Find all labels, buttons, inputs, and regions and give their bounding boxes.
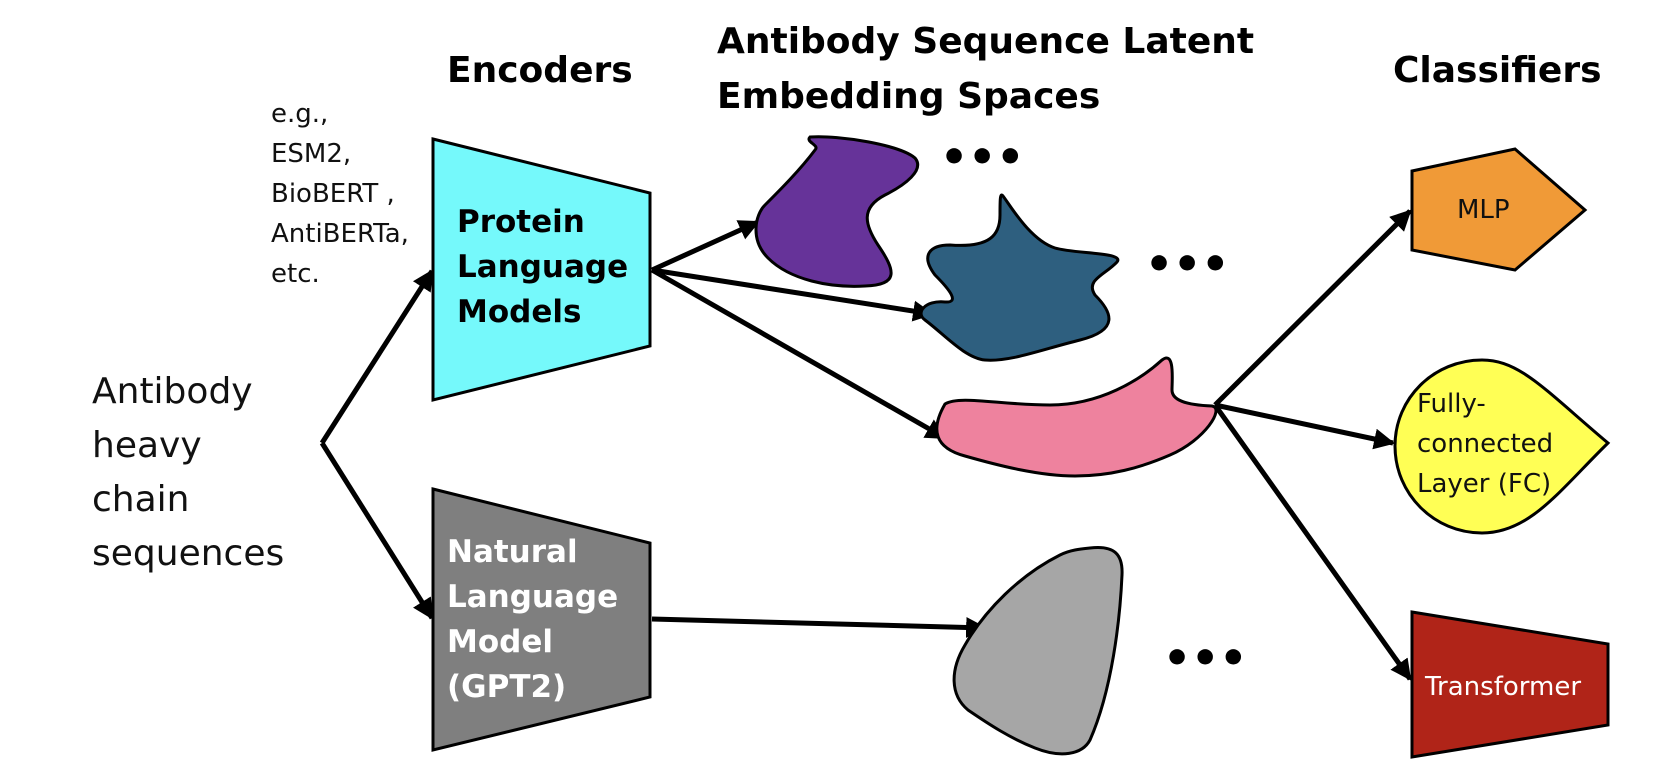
- encoder-label-line: Models: [457, 294, 581, 330]
- embedding-space-purple: [754, 135, 919, 288]
- note-line: e.g.,: [271, 99, 328, 129]
- classifier-shape: [1410, 610, 1610, 759]
- encoder-trapezoid: [431, 487, 652, 752]
- arrow-input-to-nlm: [319, 441, 435, 620]
- arrow-pink-to-transformer: [1212, 403, 1413, 681]
- encoder-trapezoid: [431, 137, 652, 402]
- arrow-input-to-plm: [319, 269, 435, 445]
- examples-note: e.g., ESM2, BioBERT , AntiBERTa, etc.: [271, 99, 409, 289]
- encoder-natural-language-model: Natural Language Model (GPT2): [431, 487, 652, 752]
- arrow-nlm-to-gray: [651, 616, 988, 638]
- embedding-space-pink: [935, 356, 1218, 478]
- arrow-plm-to-pink: [650, 267, 947, 441]
- classifier-label-line: Transformer: [1424, 672, 1581, 702]
- encoders-header: Encoders: [447, 50, 633, 91]
- more-spaces-ellipsis: •••: [1163, 633, 1247, 684]
- input-line: sequences: [92, 533, 284, 574]
- classifier-label-line: connected: [1417, 429, 1553, 459]
- note-line: BioBERT ,: [271, 179, 395, 209]
- input-label: Antibody heavy chain sequences: [92, 371, 284, 574]
- classifier-shape: [1393, 358, 1611, 535]
- more-spaces-ellipsis: •••: [1145, 239, 1229, 290]
- encoder-label-line: (GPT2): [447, 669, 566, 705]
- classifier-transformer: Transformer: [1410, 610, 1610, 759]
- more-spaces-ellipsis: •••: [940, 132, 1024, 183]
- classifier-label-line: Fully-: [1417, 389, 1486, 419]
- embedding-space-gray: [952, 545, 1124, 756]
- note-line: AntiBERTa,: [271, 219, 409, 249]
- encoder-label-line: Language: [447, 579, 618, 615]
- classifiers-header: Classifiers: [1393, 50, 1602, 91]
- note-line: ESM2,: [271, 139, 351, 169]
- arrow-plm-to-purple: [650, 219, 760, 273]
- note-line: etc.: [271, 259, 320, 289]
- embedding-space-blue: [919, 193, 1120, 362]
- encoder-label-line: Protein: [457, 204, 585, 240]
- arrow-pink-to-mlp: [1213, 209, 1412, 407]
- input-line: Antibody: [92, 371, 253, 412]
- classifier-label-line: MLP: [1457, 195, 1510, 225]
- encoder-label-line: Model: [447, 624, 553, 660]
- classifier-label-line: Layer (FC): [1417, 469, 1551, 499]
- classifier-shape: [1410, 147, 1588, 272]
- arrow-plm-to-blue: [651, 267, 935, 322]
- classifier-mlp: MLP: [1410, 147, 1588, 272]
- input-line: chain: [92, 479, 190, 520]
- encoder-protein-language-models: Protein Language Models: [431, 137, 652, 402]
- classifier-fully-connected: Fully- connected Layer (FC): [1393, 358, 1611, 535]
- arrow-pink-to-fc: [1214, 402, 1396, 450]
- embedding-header-line1: Antibody Sequence Latent: [717, 21, 1254, 62]
- embedding-header-line2: Embedding Spaces: [717, 76, 1100, 117]
- input-line: heavy: [92, 425, 202, 466]
- encoder-label-line: Language: [457, 249, 628, 285]
- encoder-label-line: Natural: [447, 534, 578, 570]
